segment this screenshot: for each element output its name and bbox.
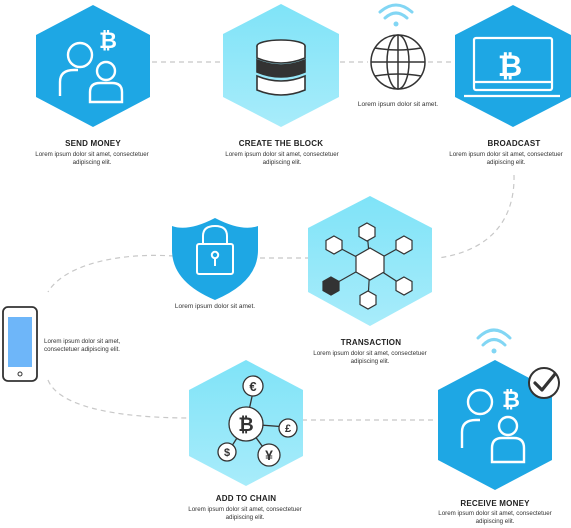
broadcast-title: BROADCAST [487,139,541,148]
broadcast-node: ₿ [455,5,571,127]
send-money-title: SEND MONEY [65,139,121,148]
send-money-text: Lorem ipsum dolor sit amet, consectetuer… [35,151,149,166]
connector-lines [47,61,515,421]
connector-shield-to-phone [47,254,175,293]
euro-coin-icon: € [249,379,256,394]
transaction-title: TRANSACTION [340,338,402,347]
receive-money-text: Lorem ipsum dolor sit amet, consectetuer… [438,510,552,525]
bitcoin-icon: ₿ [99,28,117,53]
pound-coin-icon: £ [285,423,291,435]
shield-caption: Lorem ipsum dolor sit amet. [174,303,256,310]
database-icon [256,39,306,96]
bitcoin-coin-icon: ₿ [238,415,253,436]
home-button-icon [17,371,23,377]
bitcoin-icon: ₿ [502,387,520,412]
phone-caption: Lorem ipsum dolor sit amet, consectetuer… [44,338,121,353]
transaction-node [308,196,432,326]
phone-screen [8,317,32,367]
bitcoin-icon: ₿ [498,50,522,83]
add-to-chain-title: ADD TO CHAIN [215,494,277,503]
connector-phone-to-chain [47,379,193,419]
wifi-icon [378,3,414,27]
wifi-icon [476,328,512,354]
padlock-icon [196,224,234,275]
create-block-title: CREATE THE BLOCK [238,139,324,148]
phone-node [2,306,38,382]
transaction-text: Lorem ipsum dolor sit amet, consectetuer… [313,350,427,365]
user-icon [58,41,124,104]
network-icon [322,222,413,310]
monitor-icon [464,36,560,98]
check-badge-icon [528,367,560,399]
globe-icon [370,34,426,90]
add-to-chain-text: Lorem ipsum dolor sit amet, consectetuer… [188,506,302,521]
send-money-hexagon [36,5,150,127]
connector-broadcast-to-transaction [437,174,515,259]
send-money-node: ₿ [36,5,150,127]
receive-money-title: RECEIVE MONEY [460,499,530,508]
yen-coin-icon: ¥ [265,447,273,463]
shield-node [172,218,258,300]
receive-money-node: ₿ [438,360,560,490]
broadcast-text: Lorem ipsum dolor sit amet, consectetuer… [449,151,563,166]
globe-caption: Lorem ipsum dolor sit amet. [357,101,439,108]
currency-network-icon [217,375,298,467]
add-to-chain-node: ₿ € £ $ ¥ [189,360,303,486]
create-block-text: Lorem ipsum dolor sit amet, consectetuer… [225,151,339,166]
user-icon [460,388,526,464]
create-block-node [223,4,339,127]
dollar-coin-icon: $ [224,447,230,459]
